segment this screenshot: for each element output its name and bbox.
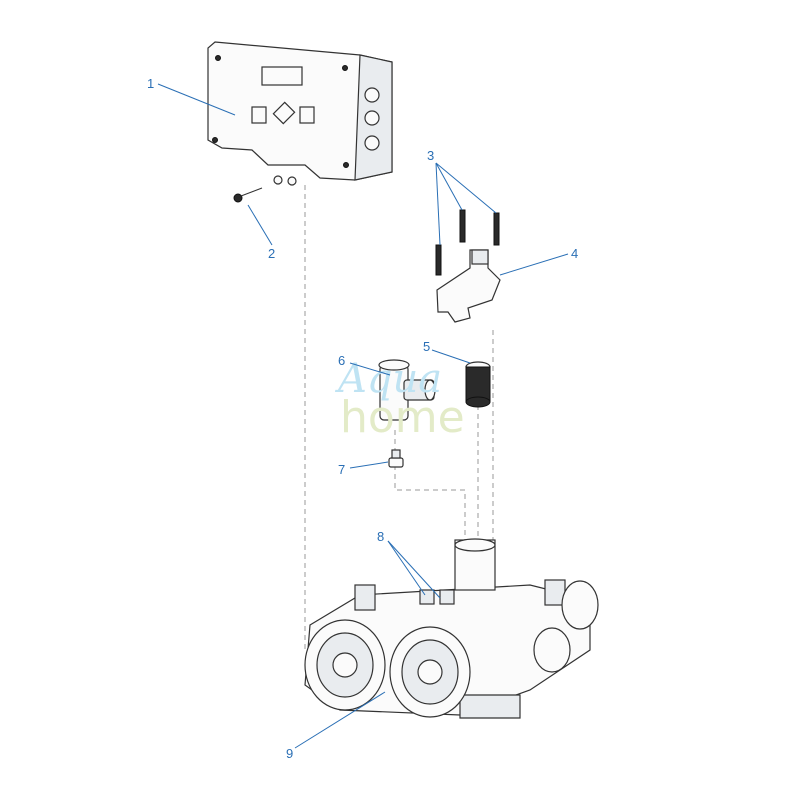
callout-labels: 1 2 3 4 5 6 7 8 9	[147, 76, 578, 761]
callout-9: 9	[286, 746, 293, 761]
screw	[233, 187, 263, 203]
bracket	[436, 249, 501, 323]
valve-body	[304, 538, 599, 719]
callout-1: 1	[147, 76, 154, 91]
leader-lines	[157, 83, 569, 749]
small-cap	[388, 449, 404, 468]
controller-box	[207, 41, 393, 186]
screws	[435, 209, 500, 276]
watermark: Aqua home	[334, 356, 465, 443]
callout-7: 7	[338, 462, 345, 477]
callout-5: 5	[423, 339, 430, 354]
injector-housing	[378, 359, 436, 421]
callout-4: 4	[571, 246, 578, 261]
assembly-guide-lines	[304, 185, 494, 650]
callout-2: 2	[268, 246, 275, 261]
screen-filter	[465, 361, 491, 408]
callout-6: 6	[338, 353, 345, 368]
watermark-line2: home	[340, 392, 465, 443]
callout-8: 8	[377, 529, 384, 544]
callout-3: 3	[427, 148, 434, 163]
